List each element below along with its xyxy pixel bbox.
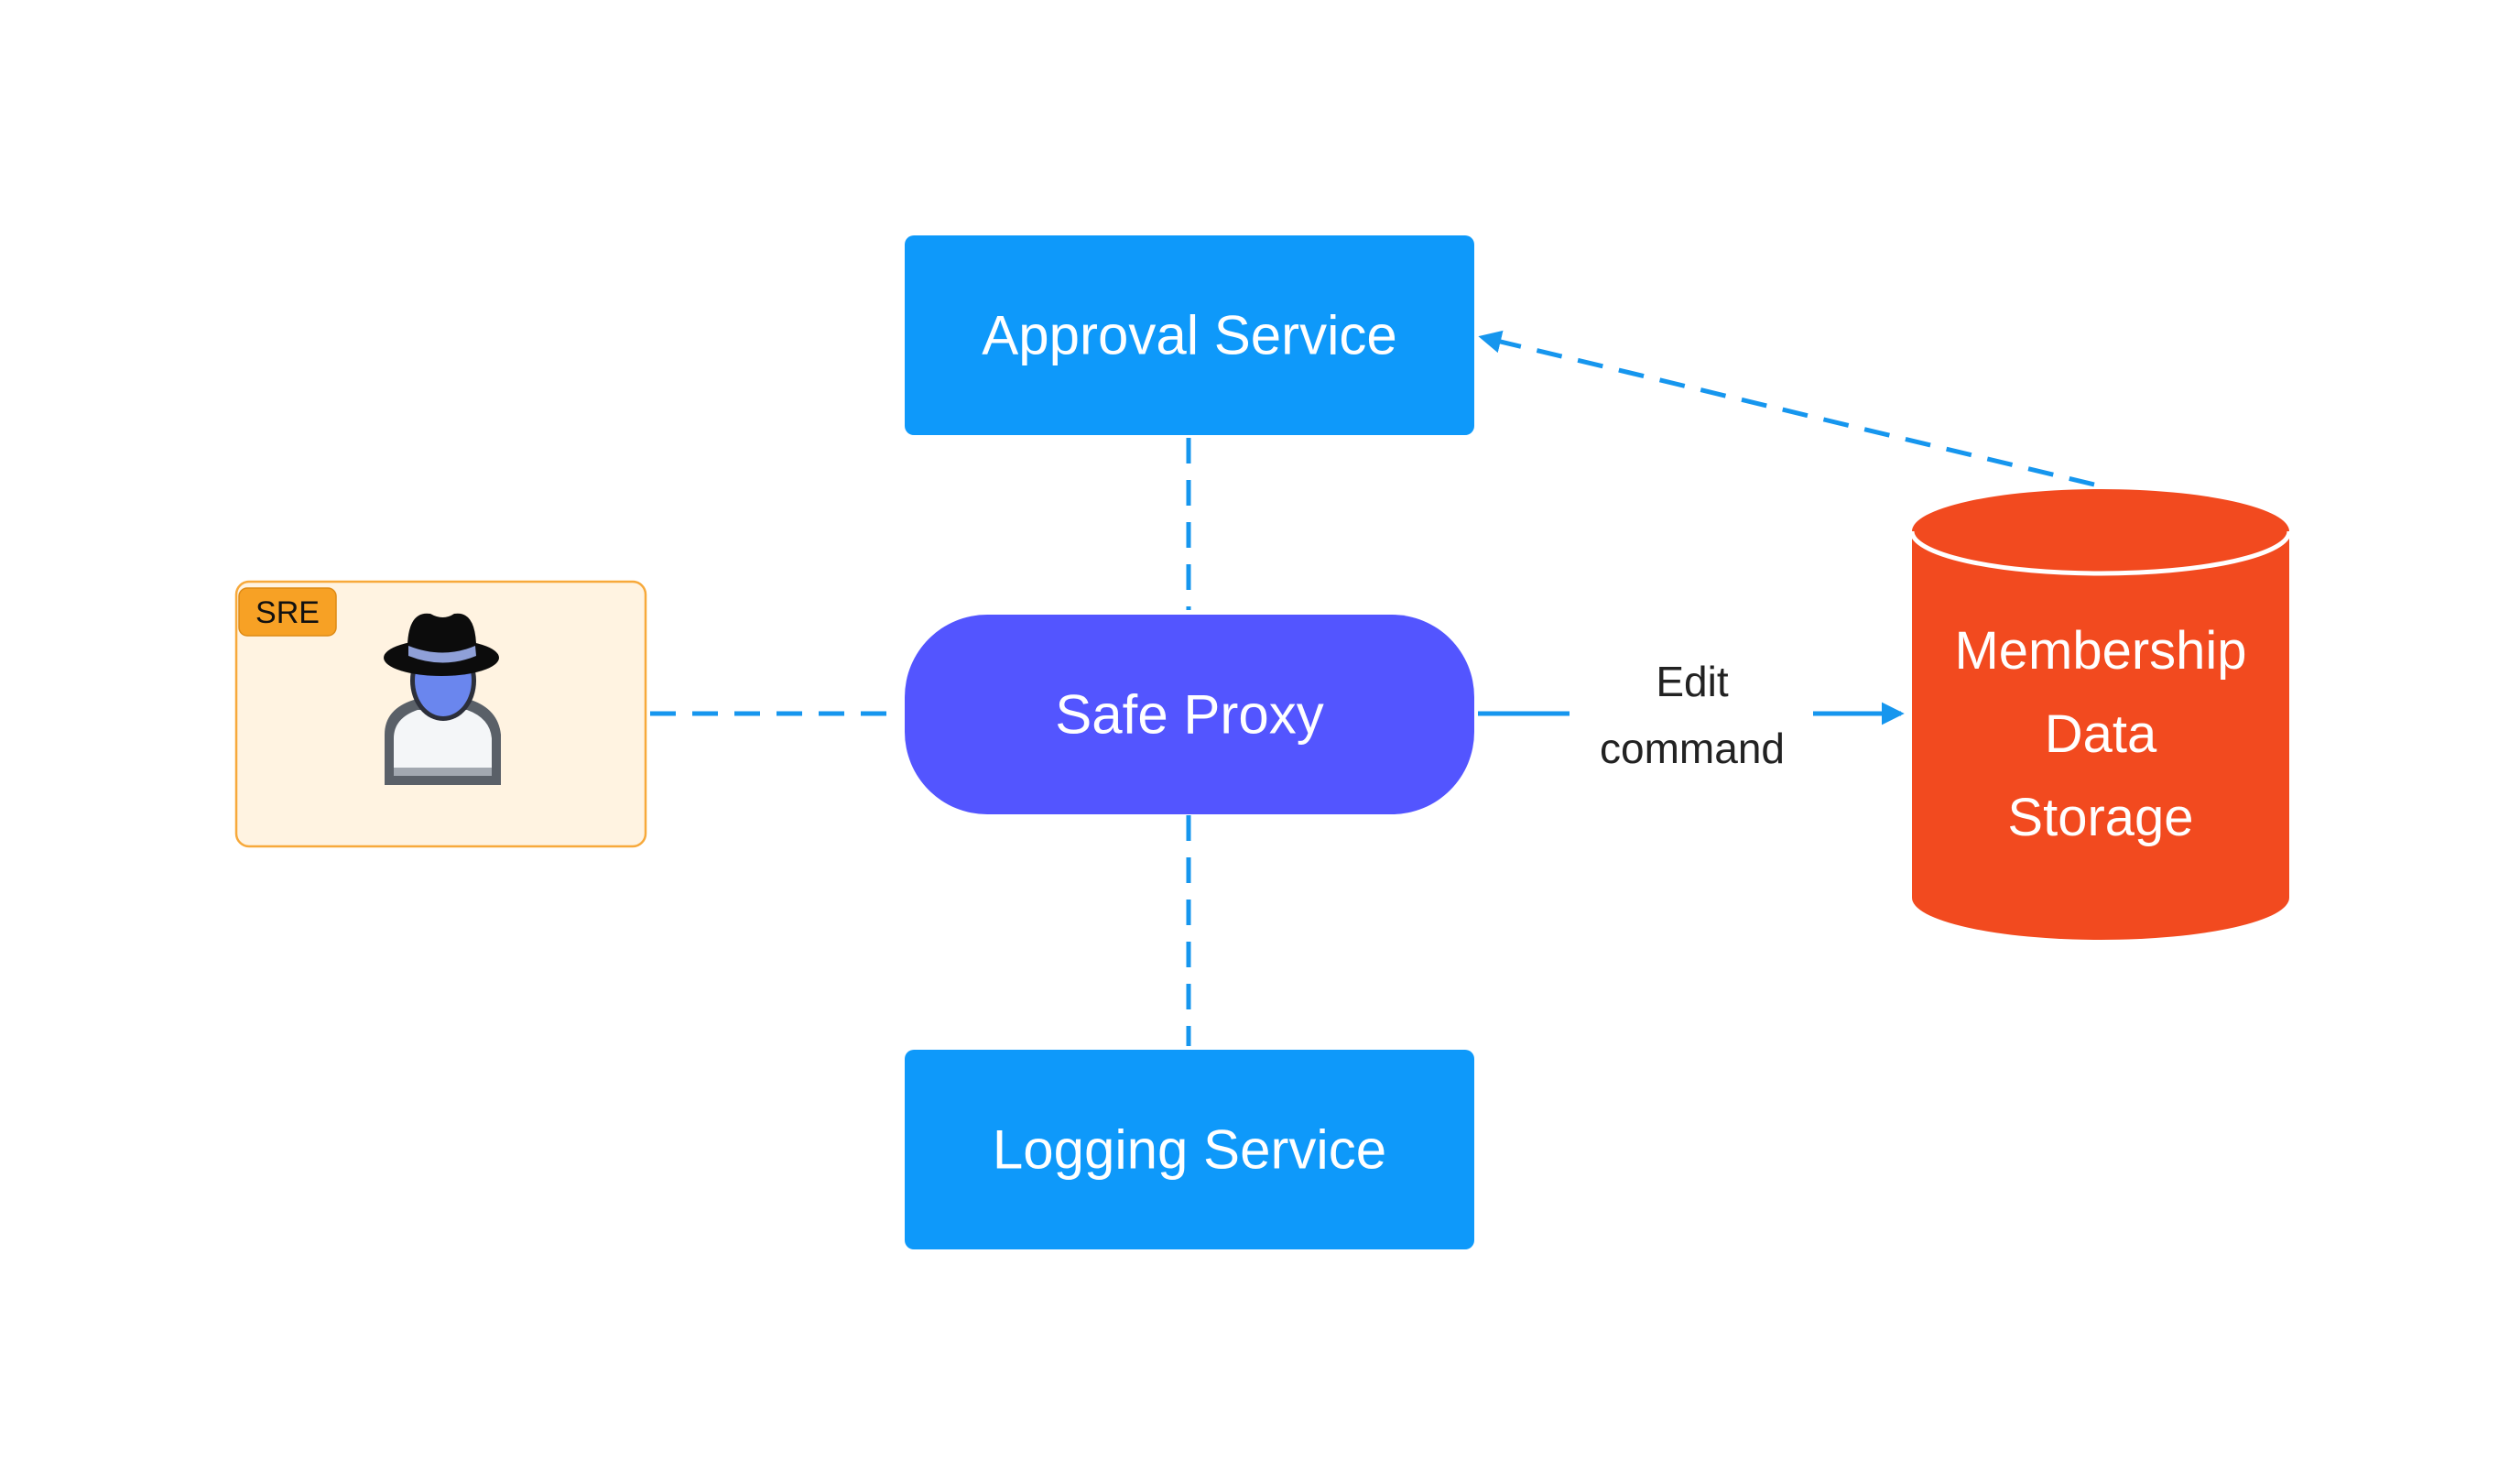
storage-cylinder-body: [1912, 531, 2289, 940]
storage-label-line-1: Membership: [1954, 621, 2246, 681]
spy-user-icon: [384, 613, 501, 785]
sre-actor-card[interactable]: SRE: [234, 580, 647, 848]
connectors: [650, 330, 2095, 1046]
sre-badge: SRE: [238, 587, 337, 637]
storage-cylinder-rim: [1909, 530, 2292, 576]
logging-service-node[interactable]: Logging Service: [905, 1050, 1474, 1249]
storage-label-line-3: Storage: [2007, 788, 2193, 847]
storage-label-line-2: Data: [2045, 704, 2157, 764]
sre-badge-label: SRE: [255, 595, 320, 630]
storage-cylinder-top: [1912, 489, 2289, 573]
edge-label-line-1: Edit: [1656, 658, 1728, 705]
edge-label-edit-command: Edit command: [1600, 658, 1785, 772]
edge-label-line-2: command: [1600, 725, 1785, 772]
safe-proxy-node[interactable]: Safe Proxy: [905, 615, 1474, 814]
approval-service-node[interactable]: Approval Service: [905, 235, 1474, 435]
logging-service-label: Logging Service: [993, 1119, 1386, 1181]
membership-data-storage-node[interactable]: Membership Data Storage: [1909, 489, 2292, 940]
safe-proxy-label: Safe Proxy: [1055, 684, 1323, 746]
approval-service-label: Approval Service: [982, 305, 1397, 366]
connector-storage-approval: [1478, 330, 2095, 487]
